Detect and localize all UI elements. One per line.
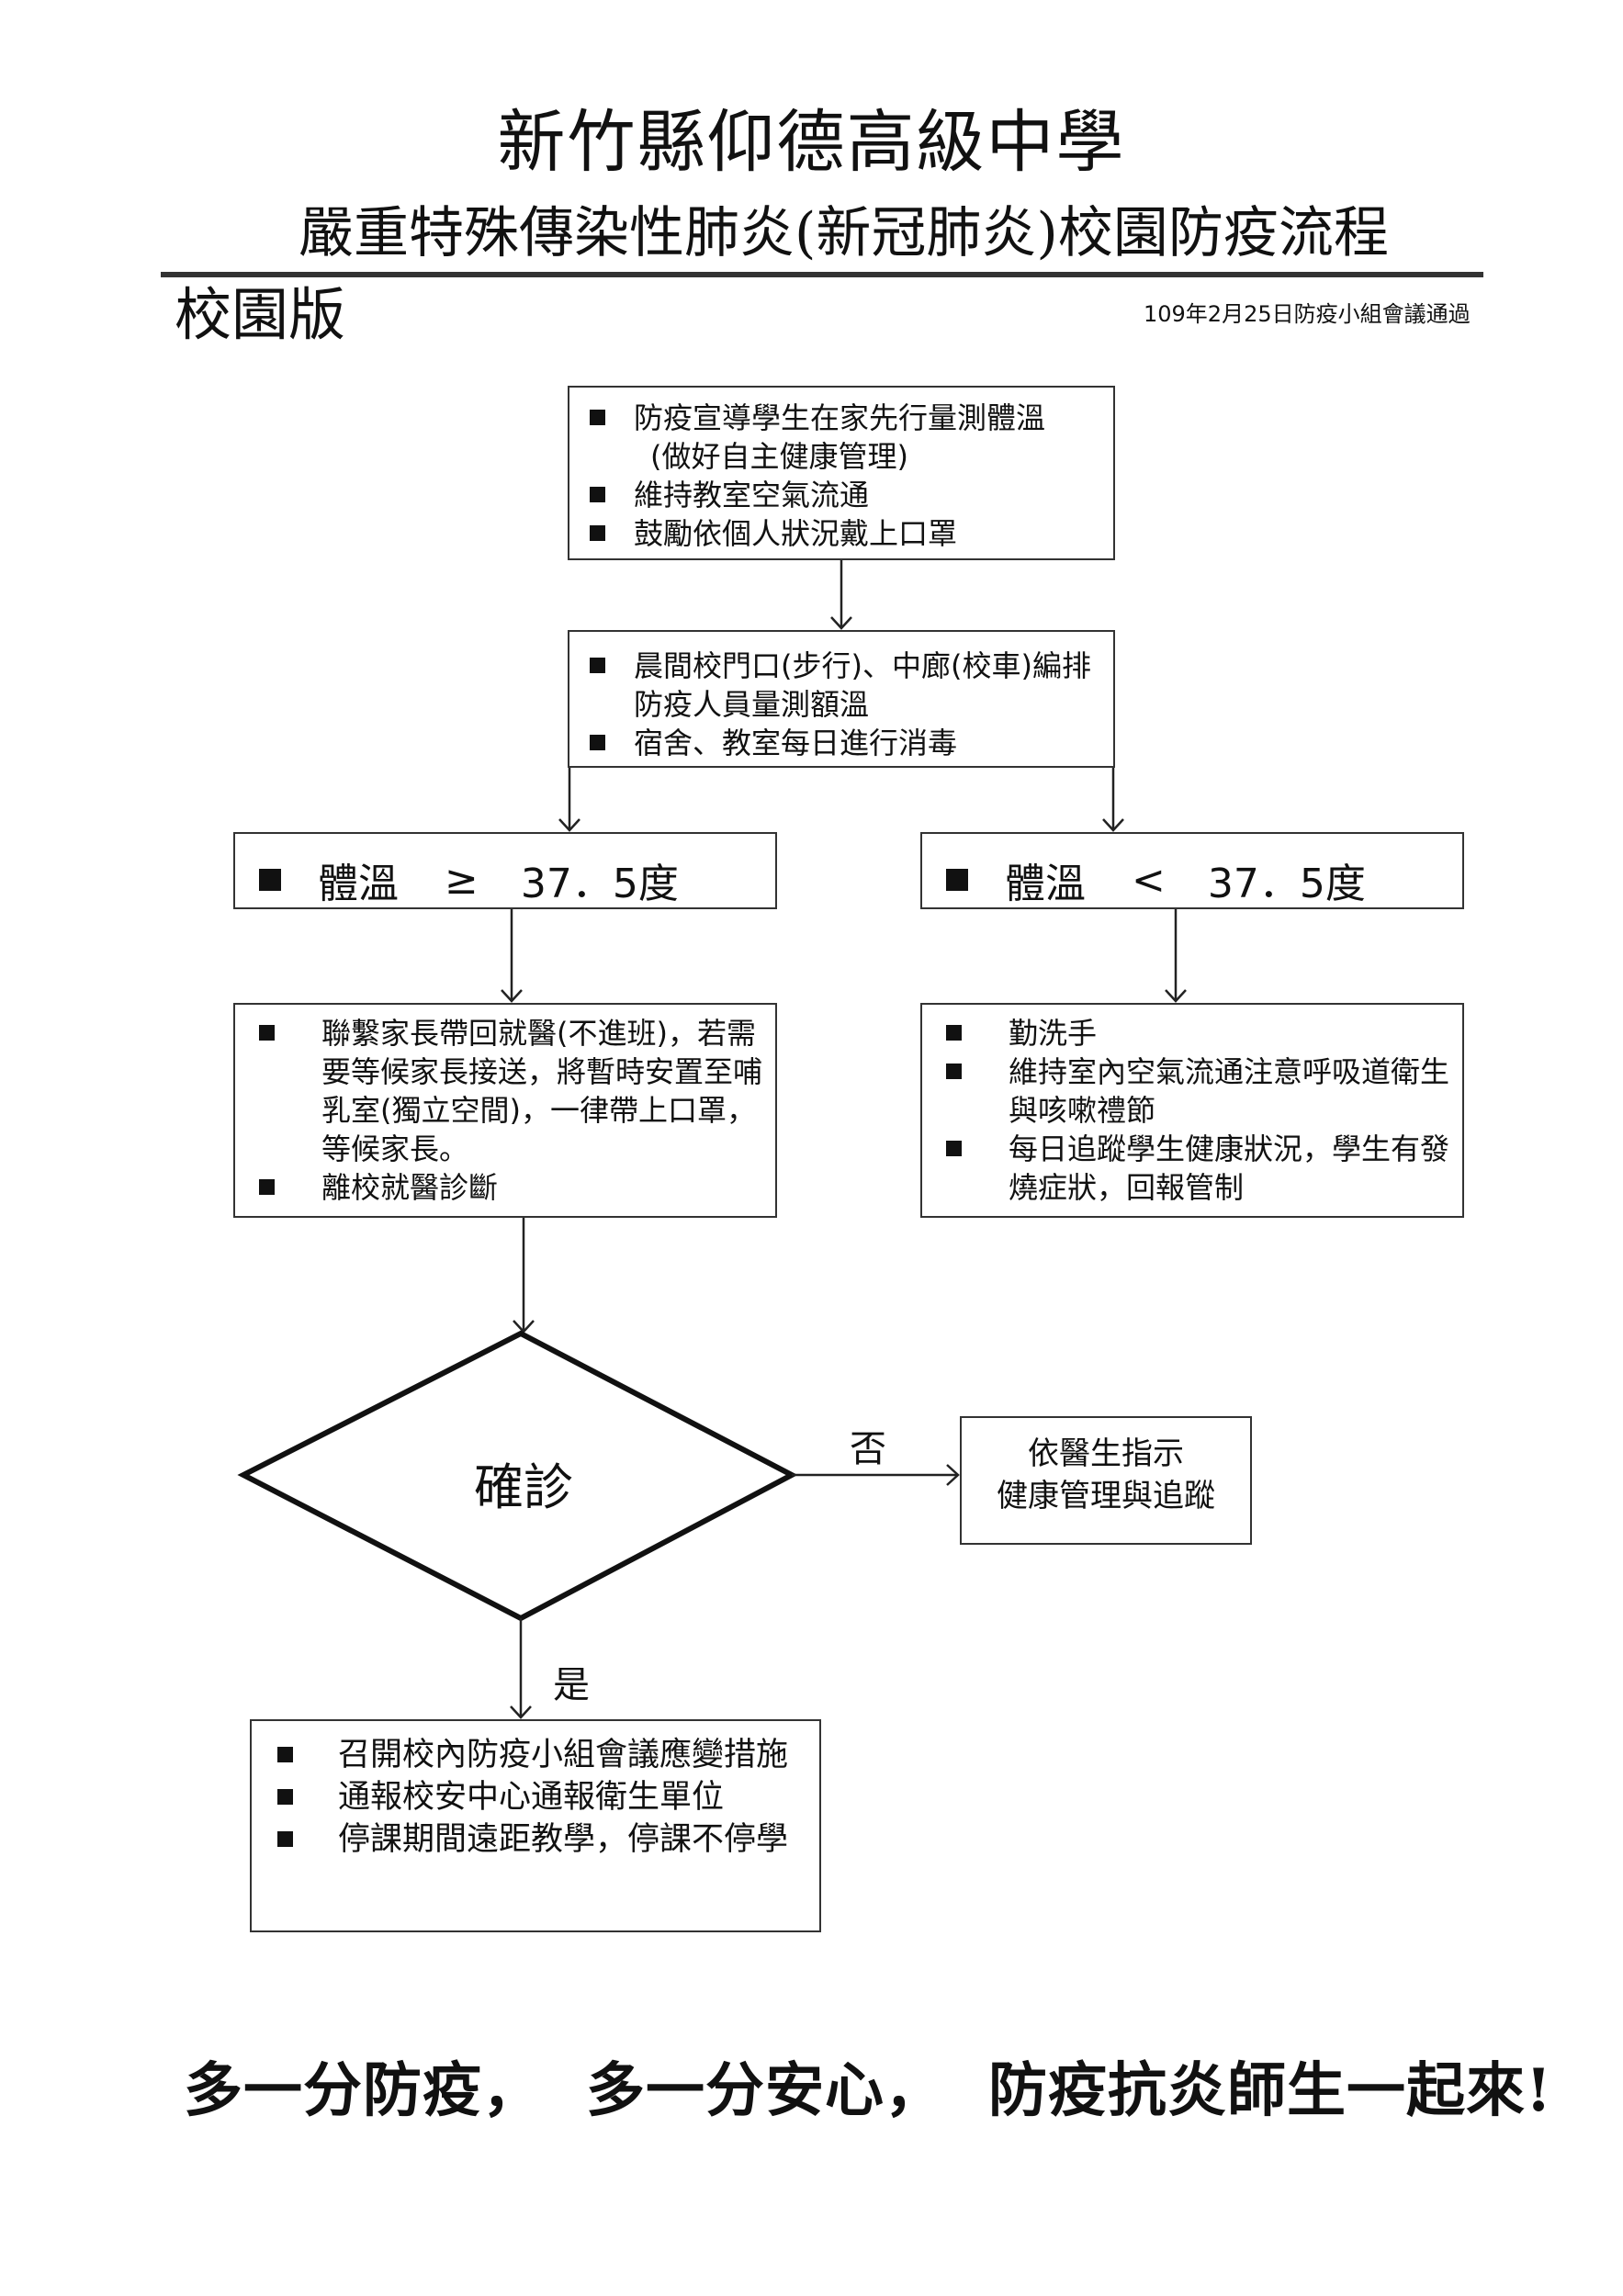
list-item: 維持教室空氣流通 <box>569 476 1104 514</box>
list-item: 宿舍、教室每日進行消毒 <box>569 724 1104 762</box>
bullet-square-icon <box>277 1831 293 1847</box>
bullet-square-icon <box>946 869 968 891</box>
bullet-square-icon <box>259 869 281 891</box>
no-result-line: 健康管理與追蹤 <box>997 1478 1215 1514</box>
bullet-square-icon <box>590 658 605 673</box>
bullet-square-icon <box>590 735 605 750</box>
no-result-line: 依醫生指示 <box>1028 1435 1184 1472</box>
bullet-square-icon <box>259 1179 275 1195</box>
list-item: (做好自主健康管理) <box>650 439 908 474</box>
bullet-square-icon <box>259 1025 275 1041</box>
no-branch-label: 否 <box>850 1428 886 1470</box>
list-item: 召開校內防疫小組會議應變措施 <box>252 1734 814 1776</box>
normal-actions-box: 勤洗手 維持室內空氣流通注意呼吸道衛生與咳嗽禮節 每日追蹤學生健康狀況，學生有發… <box>920 1003 1464 1218</box>
document-subtitle: 嚴重特殊傳染性肺炎(新冠肺炎)校園防疫流程 <box>299 201 1389 265</box>
list-item: 晨間校門口(步行)、中廊(校車)編排防疫人員量測額溫 <box>569 647 1104 724</box>
bullet-square-icon <box>590 410 605 425</box>
list-item: 勤洗手 <box>922 1014 1457 1052</box>
list-item: 離校就醫診斷 <box>235 1168 770 1207</box>
school-name: 新竹縣仰德高級中學 <box>497 103 1126 182</box>
decision-label: 確診 <box>474 1458 573 1516</box>
bullet-square-icon <box>590 525 605 541</box>
morning-check-box: 晨間校門口(步行)、中廊(校車)編排防疫人員量測額溫 宿舍、教室每日進行消毒 <box>568 630 1115 768</box>
bullet-square-icon <box>946 1141 962 1156</box>
slogan-part: 多一分防疫， <box>184 2056 542 2125</box>
list-item: 鼓勵依個人狀況戴上口罩 <box>569 514 1104 553</box>
list-item: 每日追蹤學生健康狀況，學生有發燒症狀，回報管制 <box>922 1130 1457 1207</box>
bullet-square-icon <box>946 1025 962 1041</box>
bullet-square-icon <box>277 1789 293 1805</box>
confirmed-actions-box: 召開校內防疫小組會議應變措施 通報校安中心通報衛生單位 停課期間遠距教學，停課不… <box>250 1719 821 1932</box>
list-item: 防疫宣導學生在家先行量測體溫 <box>569 399 1104 437</box>
home-prevention-box: 防疫宣導學生在家先行量測體溫 (做好自主健康管理) 維持教室空氣流通 鼓勵依個人… <box>568 386 1115 560</box>
approval-note: 109年2月25日防疫小組會議通過 <box>1144 301 1471 327</box>
bullet-square-icon <box>946 1064 962 1079</box>
bullet-square-icon <box>590 487 605 502</box>
list-item: 維持室內空氣流通注意呼吸道衛生與咳嗽禮節 <box>922 1052 1457 1130</box>
list-item: 通報校安中心通報衛生單位 <box>252 1776 814 1818</box>
yes-branch-label: 是 <box>553 1664 590 1706</box>
edition-label: 校園版 <box>175 281 346 348</box>
not-confirmed-box: 依醫生指示 健康管理與追蹤 <box>960 1416 1252 1545</box>
list-item: 聯繫家長帶回就醫(不進班)，若需要等候家長接送，將暫時安置至哺乳室(獨立空間)，… <box>235 1014 770 1168</box>
header-rule <box>161 272 1483 277</box>
normal-temp-box: 體溫 < 37．5度 <box>920 832 1464 909</box>
slogan: 多一分防疫， 多一分安心， 防疫抗炎師生一起來! <box>184 2043 1552 2128</box>
fever-actions-box: 聯繫家長帶回就醫(不進班)，若需要等候家長接送，將暫時安置至哺乳室(獨立空間)，… <box>233 1003 777 1218</box>
bullet-square-icon <box>277 1747 293 1762</box>
slogan-part: 防疫抗炎師生一起來! <box>988 2056 1553 2125</box>
fever-condition-box: 體溫 ≥ 37．5度 <box>233 832 777 909</box>
slogan-part: 多一分安心， <box>586 2056 944 2125</box>
list-item: 停課期間遠距教學，停課不停學 <box>252 1818 814 1861</box>
